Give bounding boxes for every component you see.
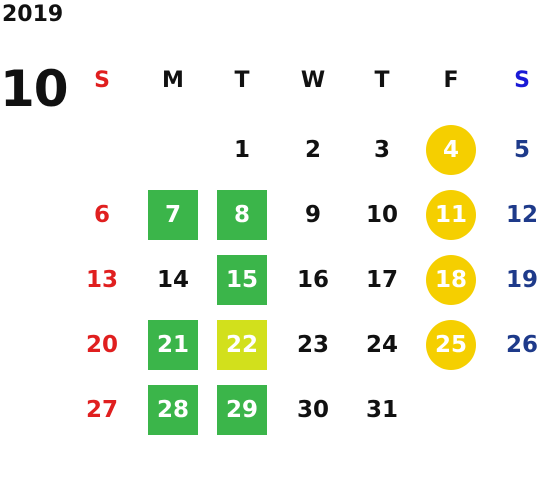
day-cell[interactable]: 31 xyxy=(365,397,398,423)
day-cell-circled[interactable]: 25 xyxy=(426,320,476,370)
day-cell-sunday[interactable]: 13 xyxy=(85,267,118,293)
day-cell-highlighted[interactable]: 7 xyxy=(148,190,198,240)
day-cell-saturday[interactable]: 19 xyxy=(505,267,538,293)
day-cell-circled[interactable]: 18 xyxy=(426,255,476,305)
day-cell-highlighted[interactable]: 15 xyxy=(217,255,267,305)
weekday-friday: F xyxy=(443,67,459,93)
day-cell[interactable]: 24 xyxy=(365,332,398,358)
day-cell-circled[interactable]: 11 xyxy=(426,190,476,240)
day-cell-saturday[interactable]: 5 xyxy=(513,137,530,163)
day-cell[interactable]: 16 xyxy=(296,267,329,293)
weekday-thursday: T xyxy=(374,67,390,93)
weekday-wednesday: W xyxy=(300,67,326,93)
day-cell[interactable]: 17 xyxy=(365,267,398,293)
month-number: 10 xyxy=(0,60,69,118)
day-cell-saturday[interactable]: 12 xyxy=(505,202,538,228)
weekday-tuesday: T xyxy=(234,67,250,93)
day-cell[interactable]: 14 xyxy=(156,267,189,293)
day-cell[interactable]: 1 xyxy=(233,137,250,163)
day-cell[interactable]: 3 xyxy=(373,137,390,163)
day-cell-circled[interactable]: 4 xyxy=(426,125,476,175)
weekday-sunday: S xyxy=(94,67,110,93)
day-cell-sunday[interactable]: 6 xyxy=(93,202,110,228)
day-cell[interactable]: 30 xyxy=(296,397,329,423)
day-cell[interactable]: 23 xyxy=(296,332,329,358)
day-cell-highlighted[interactable]: 21 xyxy=(148,320,198,370)
day-cell-saturday[interactable]: 26 xyxy=(505,332,538,358)
day-cell-highlighted[interactable]: 28 xyxy=(148,385,198,435)
day-cell[interactable]: 10 xyxy=(365,202,398,228)
year-label: 2019 xyxy=(2,2,64,27)
day-cell[interactable]: 9 xyxy=(304,202,321,228)
day-cell-sunday[interactable]: 20 xyxy=(85,332,118,358)
weekday-saturday: S xyxy=(514,67,530,93)
day-cell-highlighted[interactable]: 29 xyxy=(217,385,267,435)
weekday-monday: M xyxy=(162,67,184,93)
day-cell[interactable]: 2 xyxy=(304,137,321,163)
day-cell-sunday[interactable]: 27 xyxy=(85,397,118,423)
day-cell-highlighted-alt[interactable]: 22 xyxy=(217,320,267,370)
day-cell-highlighted[interactable]: 8 xyxy=(217,190,267,240)
